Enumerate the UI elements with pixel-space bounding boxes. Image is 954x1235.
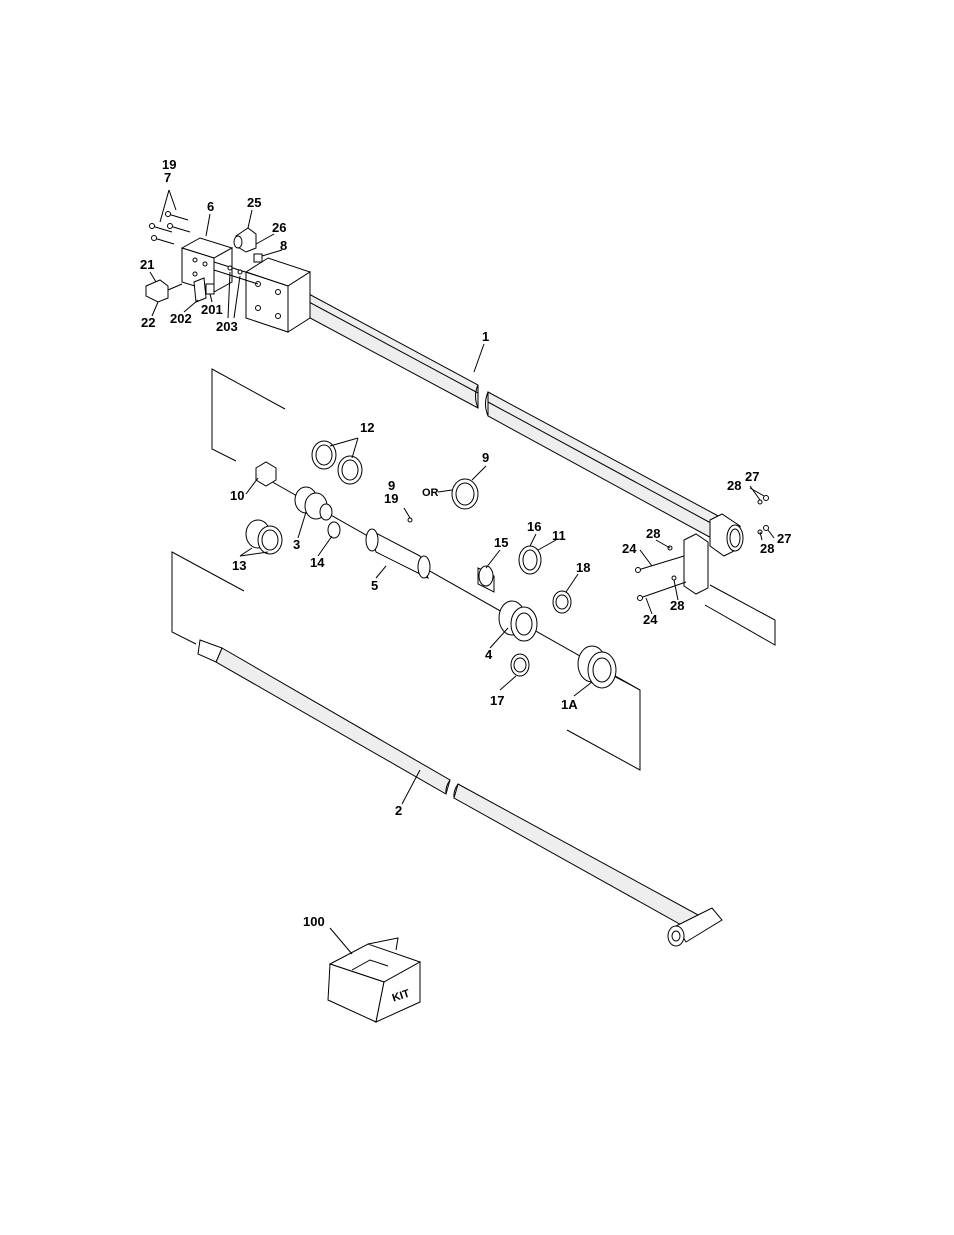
- wiper-18: [552, 590, 572, 614]
- piston-3: [294, 486, 333, 521]
- seal-rings-13: [245, 519, 283, 555]
- piston-rod: [171, 551, 723, 947]
- elbow-fitting-top: [233, 227, 257, 253]
- callout-2: 2: [395, 803, 402, 818]
- callout-labels: 19 7 6 25 26 8 21 22 202 201 203 1 12 10…: [140, 157, 791, 929]
- kit-box-label: KIT: [391, 988, 412, 1005]
- callout-3: 3: [293, 537, 300, 552]
- o-ring-14: [327, 521, 341, 539]
- manifold-block: [180, 237, 259, 293]
- callout-27-top: 27: [745, 469, 759, 484]
- spacer-tube-5: [365, 528, 431, 580]
- callout-100: 100: [303, 914, 325, 929]
- plug-fitting: [253, 253, 263, 263]
- callout-or: OR: [422, 487, 439, 499]
- callout-26: 26: [272, 220, 286, 235]
- rod-end-clamp: [635, 495, 776, 646]
- seal-16-11: [518, 545, 542, 575]
- callout-24-left: 24: [622, 541, 637, 556]
- mounting-screws: [149, 189, 191, 245]
- bushing-15: [477, 565, 495, 593]
- fitting-201: [205, 283, 215, 295]
- callout-16: 16: [527, 519, 541, 534]
- callout-9-right: 9: [482, 450, 489, 465]
- o-ring-9: [451, 478, 479, 510]
- callout-19-mid: 19: [384, 491, 398, 506]
- callout-10: 10: [230, 488, 244, 503]
- callout-202: 202: [170, 311, 192, 326]
- orifice-203: [227, 265, 243, 275]
- callout-4: 4: [485, 647, 493, 662]
- callout-1a: 1A: [561, 697, 578, 712]
- callout-25: 25: [247, 195, 261, 210]
- pin-9-19: [407, 517, 413, 523]
- callout-24-bottom: 24: [643, 612, 658, 627]
- cylinder-barrel: [244, 257, 744, 557]
- callout-11: 11: [552, 528, 566, 543]
- callout-14: 14: [310, 555, 325, 570]
- ring-17: [510, 653, 530, 677]
- callout-9-left: 9: [388, 478, 395, 493]
- callout-27-right: 27: [777, 531, 791, 546]
- callout-5: 5: [371, 578, 378, 593]
- callout-28-bottom: 28: [670, 598, 684, 613]
- callout-13: 13: [232, 558, 246, 573]
- callout-22: 22: [141, 315, 155, 330]
- callout-203: 203: [216, 319, 238, 334]
- callout-201: 201: [201, 302, 223, 317]
- callout-7: 7: [164, 170, 171, 185]
- callout-6: 6: [207, 199, 214, 214]
- callout-19-top: 19: [162, 157, 176, 172]
- elbow-fitting-left: [145, 279, 183, 303]
- callout-8: 8: [280, 238, 287, 253]
- callout-18: 18: [576, 560, 590, 575]
- gland-nut-1a: [577, 645, 617, 689]
- callout-21: 21: [140, 257, 154, 272]
- fitting-202: [193, 277, 207, 303]
- callout-12: 12: [360, 420, 374, 435]
- callout-17: 17: [490, 693, 504, 708]
- callout-28-left: 28: [646, 526, 660, 541]
- kit-box: KIT: [327, 937, 422, 1023]
- callout-28-top: 28: [727, 478, 741, 493]
- seal-rings-12: [311, 440, 363, 485]
- callout-28-right: 28: [760, 541, 774, 556]
- leader-lines: [149, 209, 775, 955]
- rod-gland-4: [498, 600, 538, 642]
- callout-1: 1: [482, 329, 489, 344]
- callout-15: 15: [494, 535, 508, 550]
